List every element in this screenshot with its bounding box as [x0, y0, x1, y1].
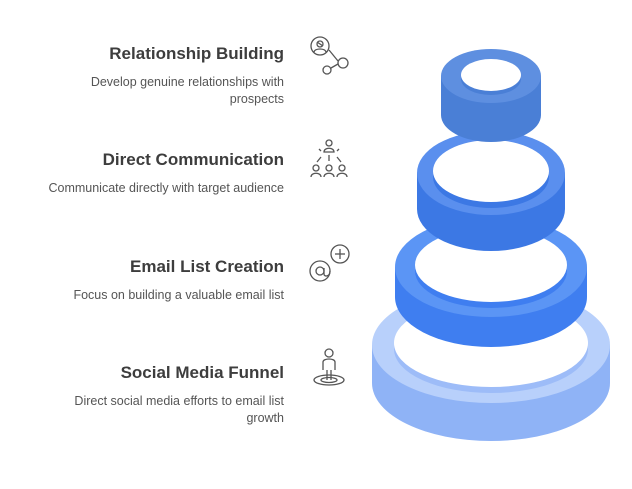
step-description: Direct social media efforts to email lis… [74, 394, 284, 425]
audience-broadcast-icon [310, 139, 348, 178]
email-add-icon [309, 244, 350, 282]
person-funnel-icon [313, 348, 345, 386]
step-title: Relationship Building [109, 44, 284, 63]
relationship-network-icon [310, 36, 349, 75]
step-title: Email List Creation [130, 257, 284, 276]
step-description: Focus on building a valuable email list [73, 288, 284, 302]
step-title: Social Media Funnel [120, 363, 284, 382]
ring-relationship-building [441, 49, 541, 142]
ring-email-list-creation [395, 217, 587, 347]
step-social-media-funnel: Social Media Funnel Direct social media … [74, 363, 284, 427]
stacked-rings-illustration [372, 49, 610, 441]
ring-direct-communication [417, 131, 565, 251]
step-email-list-creation: Email List Creation Focus on building a … [73, 257, 284, 304]
step-title: Direct Communication [102, 150, 284, 169]
step-description: Communicate directly with target audienc… [48, 181, 284, 195]
step-description: Develop genuine relationships with prosp… [90, 75, 284, 106]
step-direct-communication: Direct Communication Communicate directl… [48, 150, 284, 197]
step-relationship-building: Relationship Building Develop genuine re… [91, 44, 284, 108]
